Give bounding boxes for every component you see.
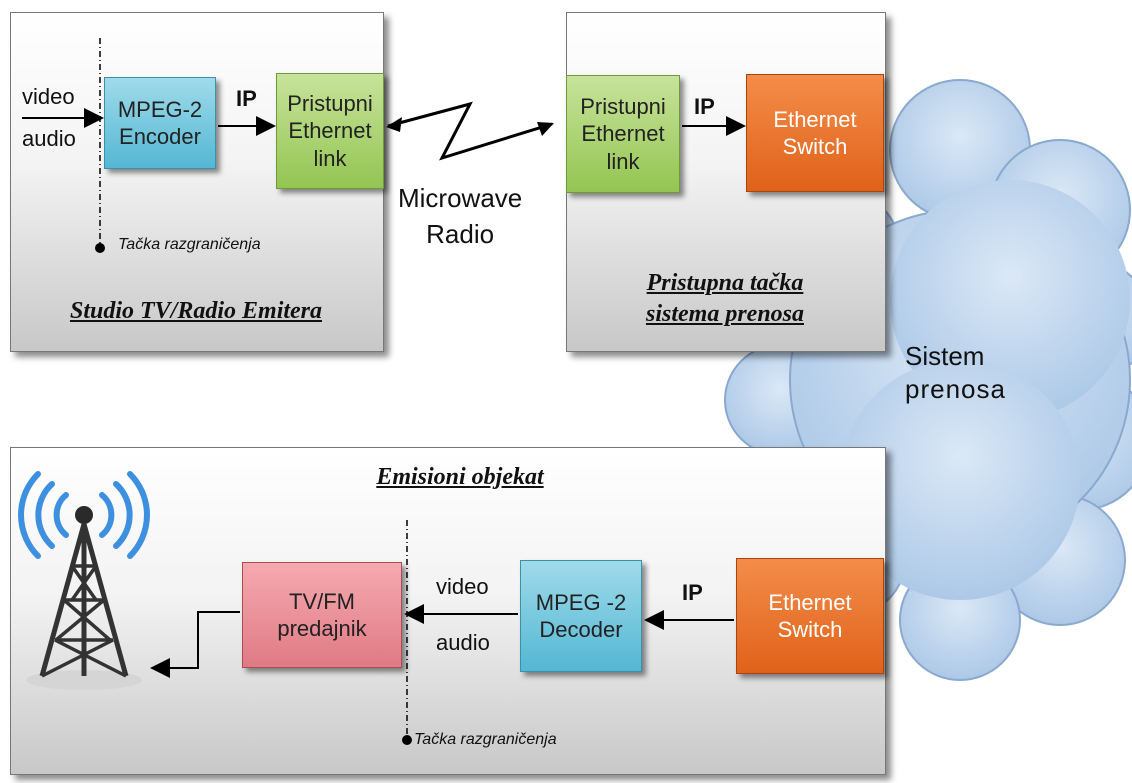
radio-line1: Microwave bbox=[398, 183, 523, 213]
mpeg2-encoder[interactable]: MPEG-2 Encoder bbox=[104, 77, 216, 169]
microwave-zigzag bbox=[387, 101, 553, 161]
emission-output-video: video bbox=[436, 574, 489, 599]
cloud-label: Sistem prenosa bbox=[905, 340, 1006, 405]
transmitter-label: TV/FM predajnik bbox=[277, 588, 367, 642]
emission-title: Emisioni objekat bbox=[376, 464, 544, 490]
emission-ip-label: IP bbox=[682, 580, 703, 605]
access-switch-label: Ethernet Switch bbox=[773, 106, 857, 160]
studio-input-video: video bbox=[22, 84, 75, 109]
mpeg2-decoder[interactable]: MPEG -2 Decoder bbox=[520, 560, 642, 672]
radio-line2: Radio bbox=[426, 219, 495, 250]
cloud-label-line1: Sistem bbox=[905, 341, 985, 371]
access-ethernet-link[interactable]: Pristupni Ethernet link bbox=[566, 75, 680, 193]
studio-input-audio: audio bbox=[22, 126, 76, 151]
microwave-arrow-right bbox=[537, 122, 554, 136]
emission-demarcation-label: Tačka razgraničenja bbox=[414, 731, 557, 748]
access-point-title-line2: sistema prenosa bbox=[645, 301, 804, 328]
access-ethernet-switch[interactable]: Ethernet Switch bbox=[746, 74, 884, 192]
broadcast-tower-icon bbox=[18, 471, 150, 690]
access-point-title: Pristupna tačka sistema prenosa bbox=[566, 268, 884, 330]
cloud-label-line2: prenosa bbox=[905, 373, 1006, 404]
studio-title: Studio TV/Radio Emitera bbox=[69, 298, 323, 324]
access-link-label: Pristupni Ethernet link bbox=[580, 93, 666, 174]
emission-ethernet-switch[interactable]: Ethernet Switch bbox=[736, 558, 884, 674]
studio-ip-label: IP bbox=[236, 86, 257, 111]
microwave-arrow-left bbox=[386, 117, 402, 132]
emission-output-audio: audio bbox=[436, 630, 490, 655]
access-ip-label: IP bbox=[694, 94, 715, 119]
studio-demarcation-label: Tačka razgraničenja bbox=[118, 236, 261, 253]
encoder-label: MPEG-2 Encoder bbox=[117, 96, 203, 150]
studio-link-label: Pristupni Ethernet link bbox=[287, 90, 373, 171]
studio-demarcation-dot bbox=[95, 243, 105, 253]
emission-demarcation-dot bbox=[402, 735, 412, 745]
microwave-radio-label: Microwave Radio bbox=[398, 180, 522, 253]
emission-switch-label: Ethernet Switch bbox=[768, 589, 852, 643]
access-point-title-line1: Pristupna tačka bbox=[646, 270, 804, 296]
tv-fm-transmitter[interactable]: TV/FM predajnik bbox=[242, 562, 402, 668]
transmitter-to-antenna-line bbox=[150, 611, 240, 678]
studio-ethernet-link[interactable]: Pristupni Ethernet link bbox=[276, 73, 384, 189]
decoder-label: MPEG -2 Decoder bbox=[535, 589, 627, 643]
